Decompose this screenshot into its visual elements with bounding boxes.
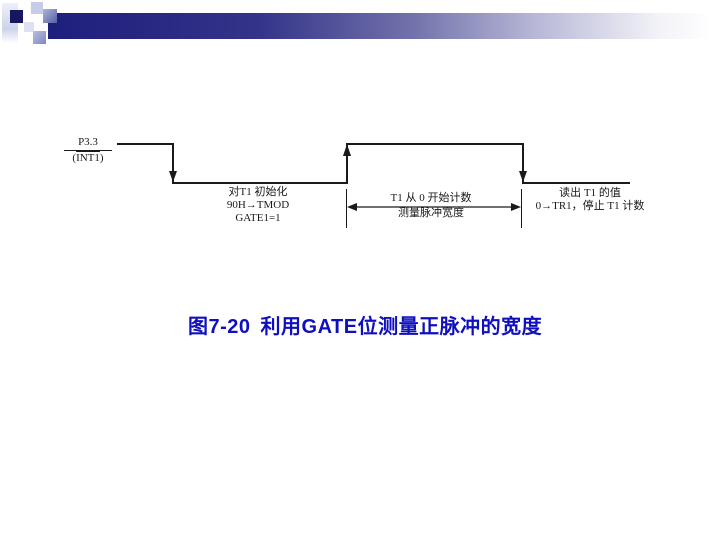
init-line-1: 对T1 初始化 xyxy=(228,186,288,198)
decor-square-navy xyxy=(10,10,23,23)
paren-open: ( xyxy=(72,152,77,164)
read-annotation: 读出 T1 的值 0→TR1，停止 T1 计数 xyxy=(520,187,660,213)
rising-edge-arrow-icon xyxy=(343,144,351,156)
count-line-1: T1 从 0 开始计数 xyxy=(390,192,472,204)
figure-title: 利用GATE位测量正脉冲的宽度 xyxy=(260,316,543,338)
dimension-arrow-left-icon xyxy=(347,203,357,211)
decor-square-light-top xyxy=(31,2,43,14)
signal-label: P3.3 (INT1) xyxy=(64,136,112,165)
waveform-line xyxy=(117,143,630,184)
count-annotation: T1 从 0 开始计数 测量脉冲宽度 xyxy=(372,192,490,220)
top-gradient-bar xyxy=(48,13,711,39)
falling-edge-arrow-icon-2 xyxy=(519,171,527,182)
init-line-3: GATE1=1 xyxy=(235,212,281,224)
init-annotation: 对T1 初始化 90H→TMOD GATE1=1 xyxy=(203,186,313,225)
signal-pin-label: P3.3 xyxy=(64,136,112,151)
signal-int1-label: INT1 xyxy=(76,152,100,164)
decor-square-medium-low xyxy=(33,31,46,44)
signal-alt-label: (INT1) xyxy=(64,151,112,165)
figure-caption: 图7-20 利用GATE位测量正脉冲的宽度 xyxy=(188,314,542,340)
falling-edge-arrow-icon-1 xyxy=(169,171,177,182)
read-line-2: 0→TR1，停止 T1 计数 xyxy=(535,200,645,212)
decor-square-medium-top xyxy=(43,9,57,23)
paren-close: ) xyxy=(99,152,104,164)
decor-square-light-mid xyxy=(24,22,34,32)
count-line-2: 测量脉冲宽度 xyxy=(398,207,464,219)
figure-number: 图7-20 xyxy=(188,316,251,338)
init-line-2: 90H→TMOD xyxy=(226,199,290,211)
dimension-arrow-right-icon xyxy=(511,203,521,211)
read-line-1: 读出 T1 的值 xyxy=(559,187,621,199)
